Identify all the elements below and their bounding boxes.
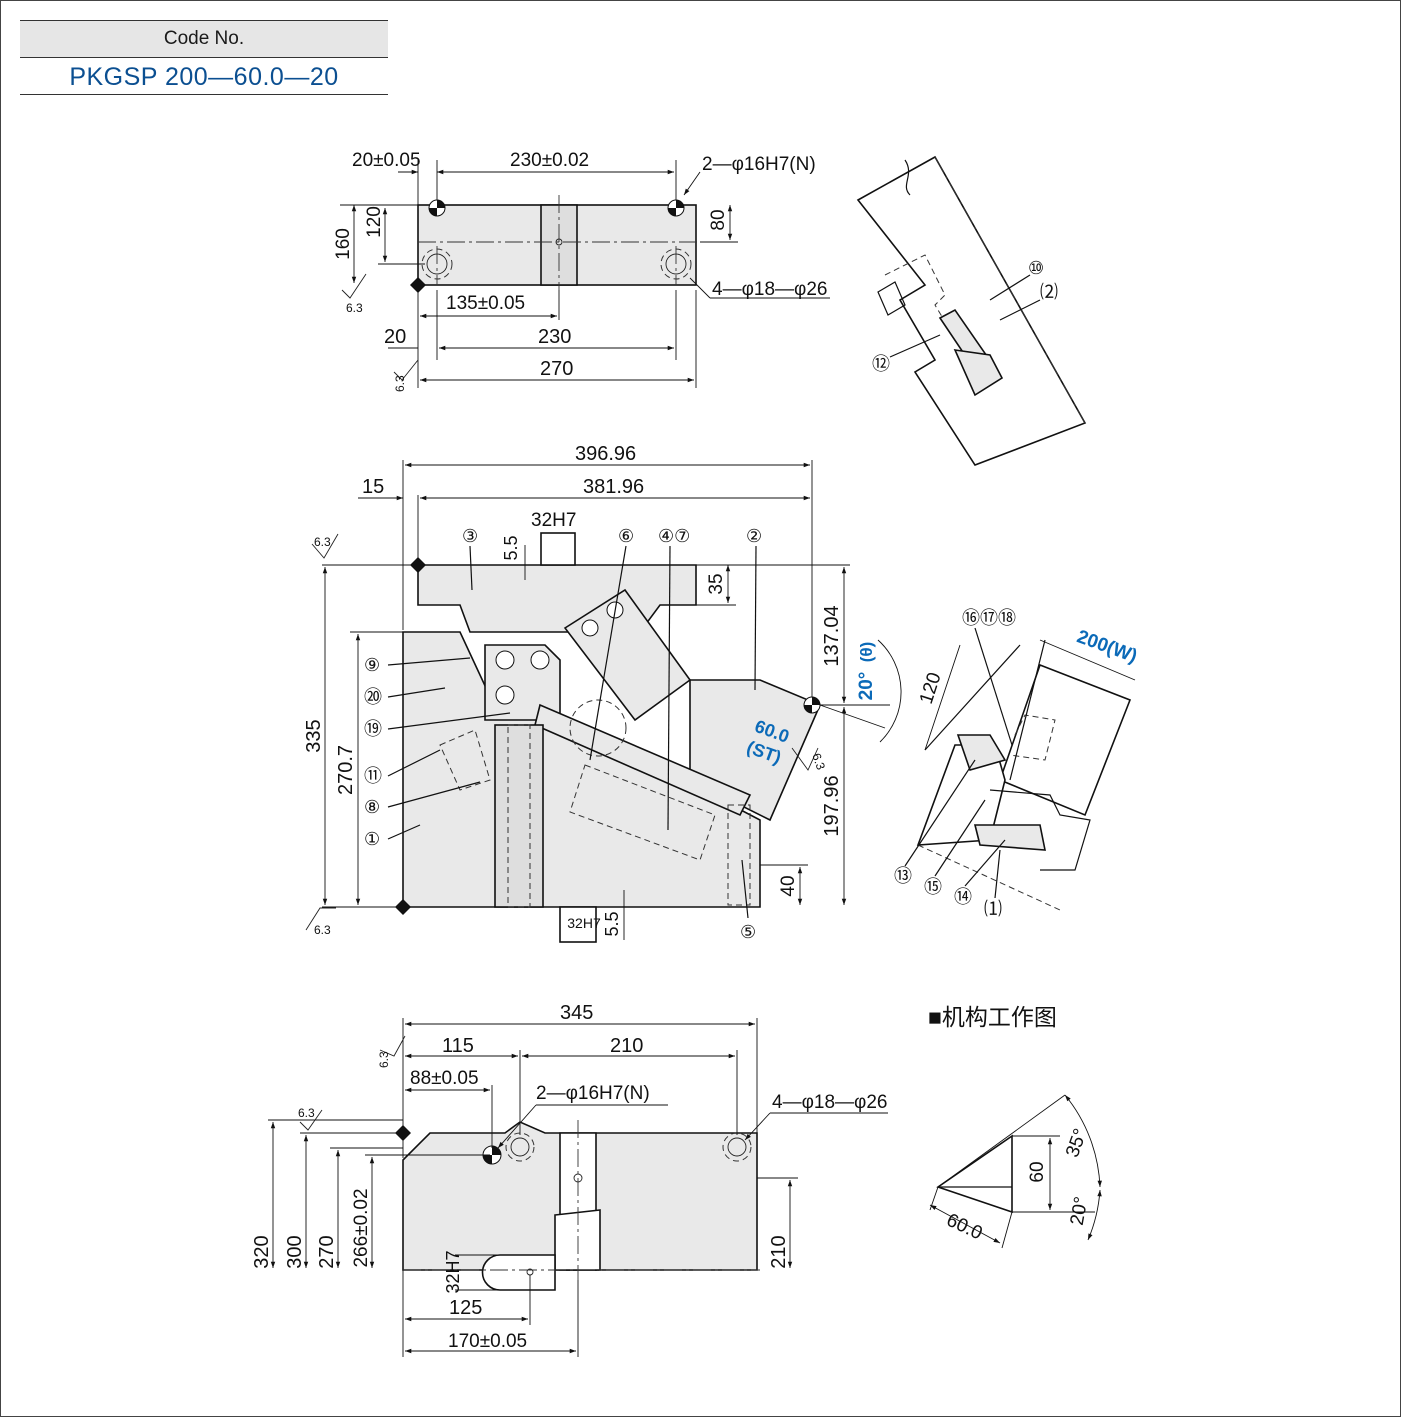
dim-381-96: 381.96 <box>583 476 644 498</box>
callout-20: ⑳ <box>364 687 382 707</box>
dim-32h7-bottom: 32H7 <box>567 915 601 931</box>
dim-270-bottom: 270 <box>316 1235 338 1268</box>
callout-1: ① <box>364 829 380 849</box>
top-view: 20±0.05 230±0.02 2—φ16H7(N) 160 120 80 4… <box>333 150 830 392</box>
callout-6: ⑥ <box>618 526 634 546</box>
dim-135-tol: 135±0.05 <box>446 293 525 314</box>
code-number-box: Code No. PKGSP 200—60.0—20 <box>20 20 388 95</box>
front-upper-block <box>417 564 697 633</box>
dim-80: 80 <box>708 209 729 230</box>
dim-15: 15 <box>362 476 384 498</box>
code-number-value: PKGSP 200—60.0—20 <box>20 58 388 95</box>
pin-hole-mark <box>667 199 685 217</box>
roughness-value: 6.3 <box>809 751 828 772</box>
dim-115: 115 <box>442 1035 474 1057</box>
dim-60-0: 60.0 <box>943 1210 985 1245</box>
detail-right: 120 200(W) ⑯⑰⑱ ⑬ ⑮ ⑭ ⑴ <box>894 608 1140 919</box>
dim-266-tol: 266±0.02 <box>351 1188 372 1267</box>
dim-40: 40 <box>778 875 799 896</box>
callout-22: ⑵ <box>1040 282 1058 302</box>
dim-270: 270 <box>540 358 573 380</box>
pin-hole-mark <box>482 1145 502 1165</box>
dim-20: 20 <box>384 326 406 348</box>
dim-345: 345 <box>560 1002 593 1024</box>
dim-197-96: 197.96 <box>821 775 843 836</box>
callout-11: ⑪ <box>364 766 382 786</box>
angle-20: 20° <box>1067 1195 1093 1227</box>
dim-88-tol: 88±0.05 <box>410 1068 479 1089</box>
bolt-holes-label: 4—φ18—φ26 <box>712 279 827 300</box>
dim-120: 120 <box>364 206 385 238</box>
callout-9: ⑨ <box>364 655 380 675</box>
mechanism-diagram: ■机构工作图 60 60.0 35° 20° <box>928 1004 1102 1249</box>
dim-5-5-top: 5.5 <box>501 535 521 560</box>
dim-230-tol: 230±0.02 <box>510 150 589 171</box>
callout-10: ⑩ <box>1028 258 1044 278</box>
code-number-label: Code No. <box>20 20 388 58</box>
callout-2: ② <box>746 526 762 546</box>
callout-12: ⑫ <box>872 354 890 374</box>
mechanism-title: ■机构工作图 <box>928 1004 1057 1030</box>
theta-label: (θ) <box>857 642 876 663</box>
pin-holes-label-bottom: 2—φ16H7(N) <box>536 1083 650 1104</box>
dim-5-5-bottom: 5.5 <box>602 911 622 936</box>
roughness-value: 6.3 <box>393 375 407 392</box>
bottom-view: 345 115 210 88±0.05 2—φ16H7(N) 4—φ18—φ26… <box>251 1002 888 1357</box>
pin-hole-mark <box>803 696 821 714</box>
callout-3: ③ <box>462 526 478 546</box>
dim-20-tol: 20±0.05 <box>352 150 421 171</box>
dim-170-tol: 170±0.05 <box>448 1331 527 1352</box>
dim-32h7-top: 32H7 <box>531 510 576 531</box>
dim-160: 160 <box>333 228 354 260</box>
dim-60: 60 <box>1027 1161 1048 1182</box>
roughness-symbol <box>341 273 367 299</box>
callout-8: ⑧ <box>364 797 380 817</box>
callout-13: ⑬ <box>894 866 912 886</box>
dim-270-7: 270.7 <box>335 745 357 795</box>
pin-holes-label: 2—φ16H7(N) <box>702 154 816 175</box>
dim-125: 125 <box>449 1297 482 1319</box>
detail-top-right: ⑩ ⑵ ⑫ <box>856 155 1087 466</box>
dim-396-96: 396.96 <box>575 443 636 465</box>
roughness-symbol <box>311 533 339 559</box>
callout-14: ⑭ <box>954 887 972 907</box>
dim-320: 320 <box>251 1235 273 1268</box>
dim-210-side: 210 <box>768 1235 790 1268</box>
dim-137-04: 137.04 <box>821 605 843 666</box>
detail-cam-body <box>856 155 1087 466</box>
roughness-value: 6.3 <box>314 535 331 549</box>
callout-5: ⑤ <box>740 922 756 942</box>
roughness-value: 6.3 <box>298 1106 315 1120</box>
dim-300: 300 <box>284 1235 306 1268</box>
dim-230: 230 <box>538 326 571 348</box>
dim-32h7-bottom-view: 32H7 <box>443 1250 463 1293</box>
dim-35: 35 <box>706 573 727 594</box>
dim-335: 335 <box>303 719 325 752</box>
roughness-value: 6.3 <box>377 1051 391 1068</box>
callout-19: ⑲ <box>364 719 382 739</box>
roughness-value: 6.3 <box>314 923 331 937</box>
bolt-holes-label-bottom: 4—φ18—φ26 <box>772 1092 887 1113</box>
dim-210-top: 210 <box>610 1035 643 1057</box>
callout-15: ⑮ <box>924 877 942 897</box>
detail-cam-slider <box>998 663 1132 817</box>
callout-21: ⑴ <box>984 899 1002 919</box>
pin-hole-mark <box>428 199 446 217</box>
roughness-value: 6.3 <box>346 301 363 315</box>
mechanism-wedge <box>936 1134 1013 1214</box>
front-view: 396.96 15 381.96 32H7 5.5 35 137.04 197.… <box>303 443 902 943</box>
callouts-16-17-18: ⑯⑰⑱ <box>962 608 1016 628</box>
dim-20-degrees: 20° <box>856 672 877 701</box>
width-label: 200(W) <box>1074 626 1140 667</box>
callout-4-7: ④⑦ <box>658 526 690 546</box>
